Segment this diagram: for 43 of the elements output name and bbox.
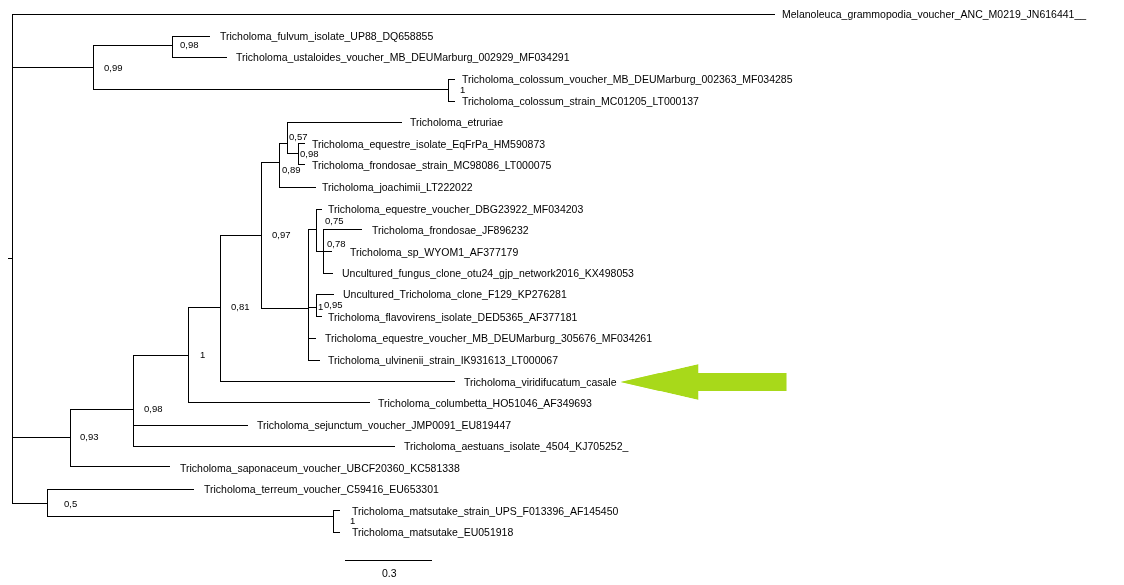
- taxon-label: Tricholoma_saponaceum_voucher_UBCF20360_KC581338: [180, 462, 460, 474]
- taxon-label: Melanoleuca_grammopodia_voucher_ANC_M0219_JN616441__: [782, 8, 1087, 20]
- taxon-label: Uncultured_Tricholoma_clone_F129_KP276281: [343, 288, 567, 300]
- taxon-label: Tricholoma_equestre_isolate_EqFrPa_HM590873: [312, 138, 546, 150]
- taxon-label: Tricholoma_equestre_voucher_MB_DEUMarburg_305676_MF034261: [325, 332, 653, 344]
- support-value: 0,98: [180, 40, 199, 50]
- taxon-label: Tricholoma_colossum_voucher_MB_DEUMarburg_002363_MF034285: [462, 73, 793, 85]
- support-value: 1: [200, 350, 206, 360]
- taxon-label: Uncultured_fungus_clone_otu24_gjp_network2016_KX498053: [342, 267, 634, 279]
- scale-label: 0.3: [382, 567, 397, 579]
- taxon-label: Tricholoma_matsutake_EU051918: [352, 526, 514, 538]
- support-value: 0,97: [272, 230, 291, 240]
- taxon-label: Tricholoma_fulvum_isolate_UP88_DQ658855: [220, 30, 434, 42]
- taxon-label: Tricholoma_equestre_voucher_DBG23922_MF034203: [328, 203, 584, 215]
- taxon-label: Tricholoma_viridifucatum_casale: [464, 376, 617, 388]
- support-value: 0,95: [324, 300, 343, 310]
- taxon-label: Tricholoma_matsutake_strain_UPS_F013396_AF145450: [352, 505, 619, 517]
- taxon-label: Tricholoma_sp_WYOM1_AF377179: [350, 246, 519, 258]
- support-value: 1: [350, 516, 356, 526]
- support-value: 0,99: [104, 63, 123, 73]
- taxon-label: Tricholoma_colossum_strain_MC01205_LT000137: [462, 95, 699, 107]
- support-value: 0,81: [231, 302, 250, 312]
- support-value: 1: [318, 302, 324, 312]
- support-value: 0,98: [300, 149, 319, 159]
- taxon-label: Tricholoma_ulvinenii_strain_IK931613_LT000067: [328, 354, 558, 366]
- taxon-label: Tricholoma_aestuans_isolate_4504_KJ705252_: [404, 440, 629, 452]
- support-value: 1: [460, 85, 466, 95]
- taxon-label: Tricholoma_frondosae_JF896232: [372, 224, 529, 236]
- support-value: 0,89: [282, 165, 301, 175]
- taxon-label: Tricholoma_sejunctum_voucher_JMP0091_EU819447: [257, 419, 512, 431]
- taxon-label: Tricholoma_joachimii_LT222022: [322, 181, 473, 193]
- taxon-label: Tricholoma_ustaloides_voucher_MB_DEUMarburg_002929_MF034291: [236, 51, 570, 63]
- taxon-label: Tricholoma_flavovirens_isolate_DED5365_AF377181: [328, 311, 578, 323]
- support-value: 0,93: [80, 432, 99, 442]
- support-value: 0,98: [144, 404, 163, 414]
- support-value: 0,5: [64, 499, 78, 509]
- taxon-label: Tricholoma_etruriae: [410, 116, 503, 128]
- taxon-label: Tricholoma_frondosae_strain_MC98086_LT000075: [312, 159, 552, 171]
- support-value: 0,75: [325, 216, 344, 226]
- support-value: 0,57: [289, 132, 308, 142]
- support-value: 0,78: [327, 239, 346, 249]
- taxon-label: Tricholoma_terreum_voucher_C59416_EU653301: [204, 483, 439, 495]
- taxon-label: Tricholoma_columbetta_HO51046_AF349693: [378, 397, 592, 409]
